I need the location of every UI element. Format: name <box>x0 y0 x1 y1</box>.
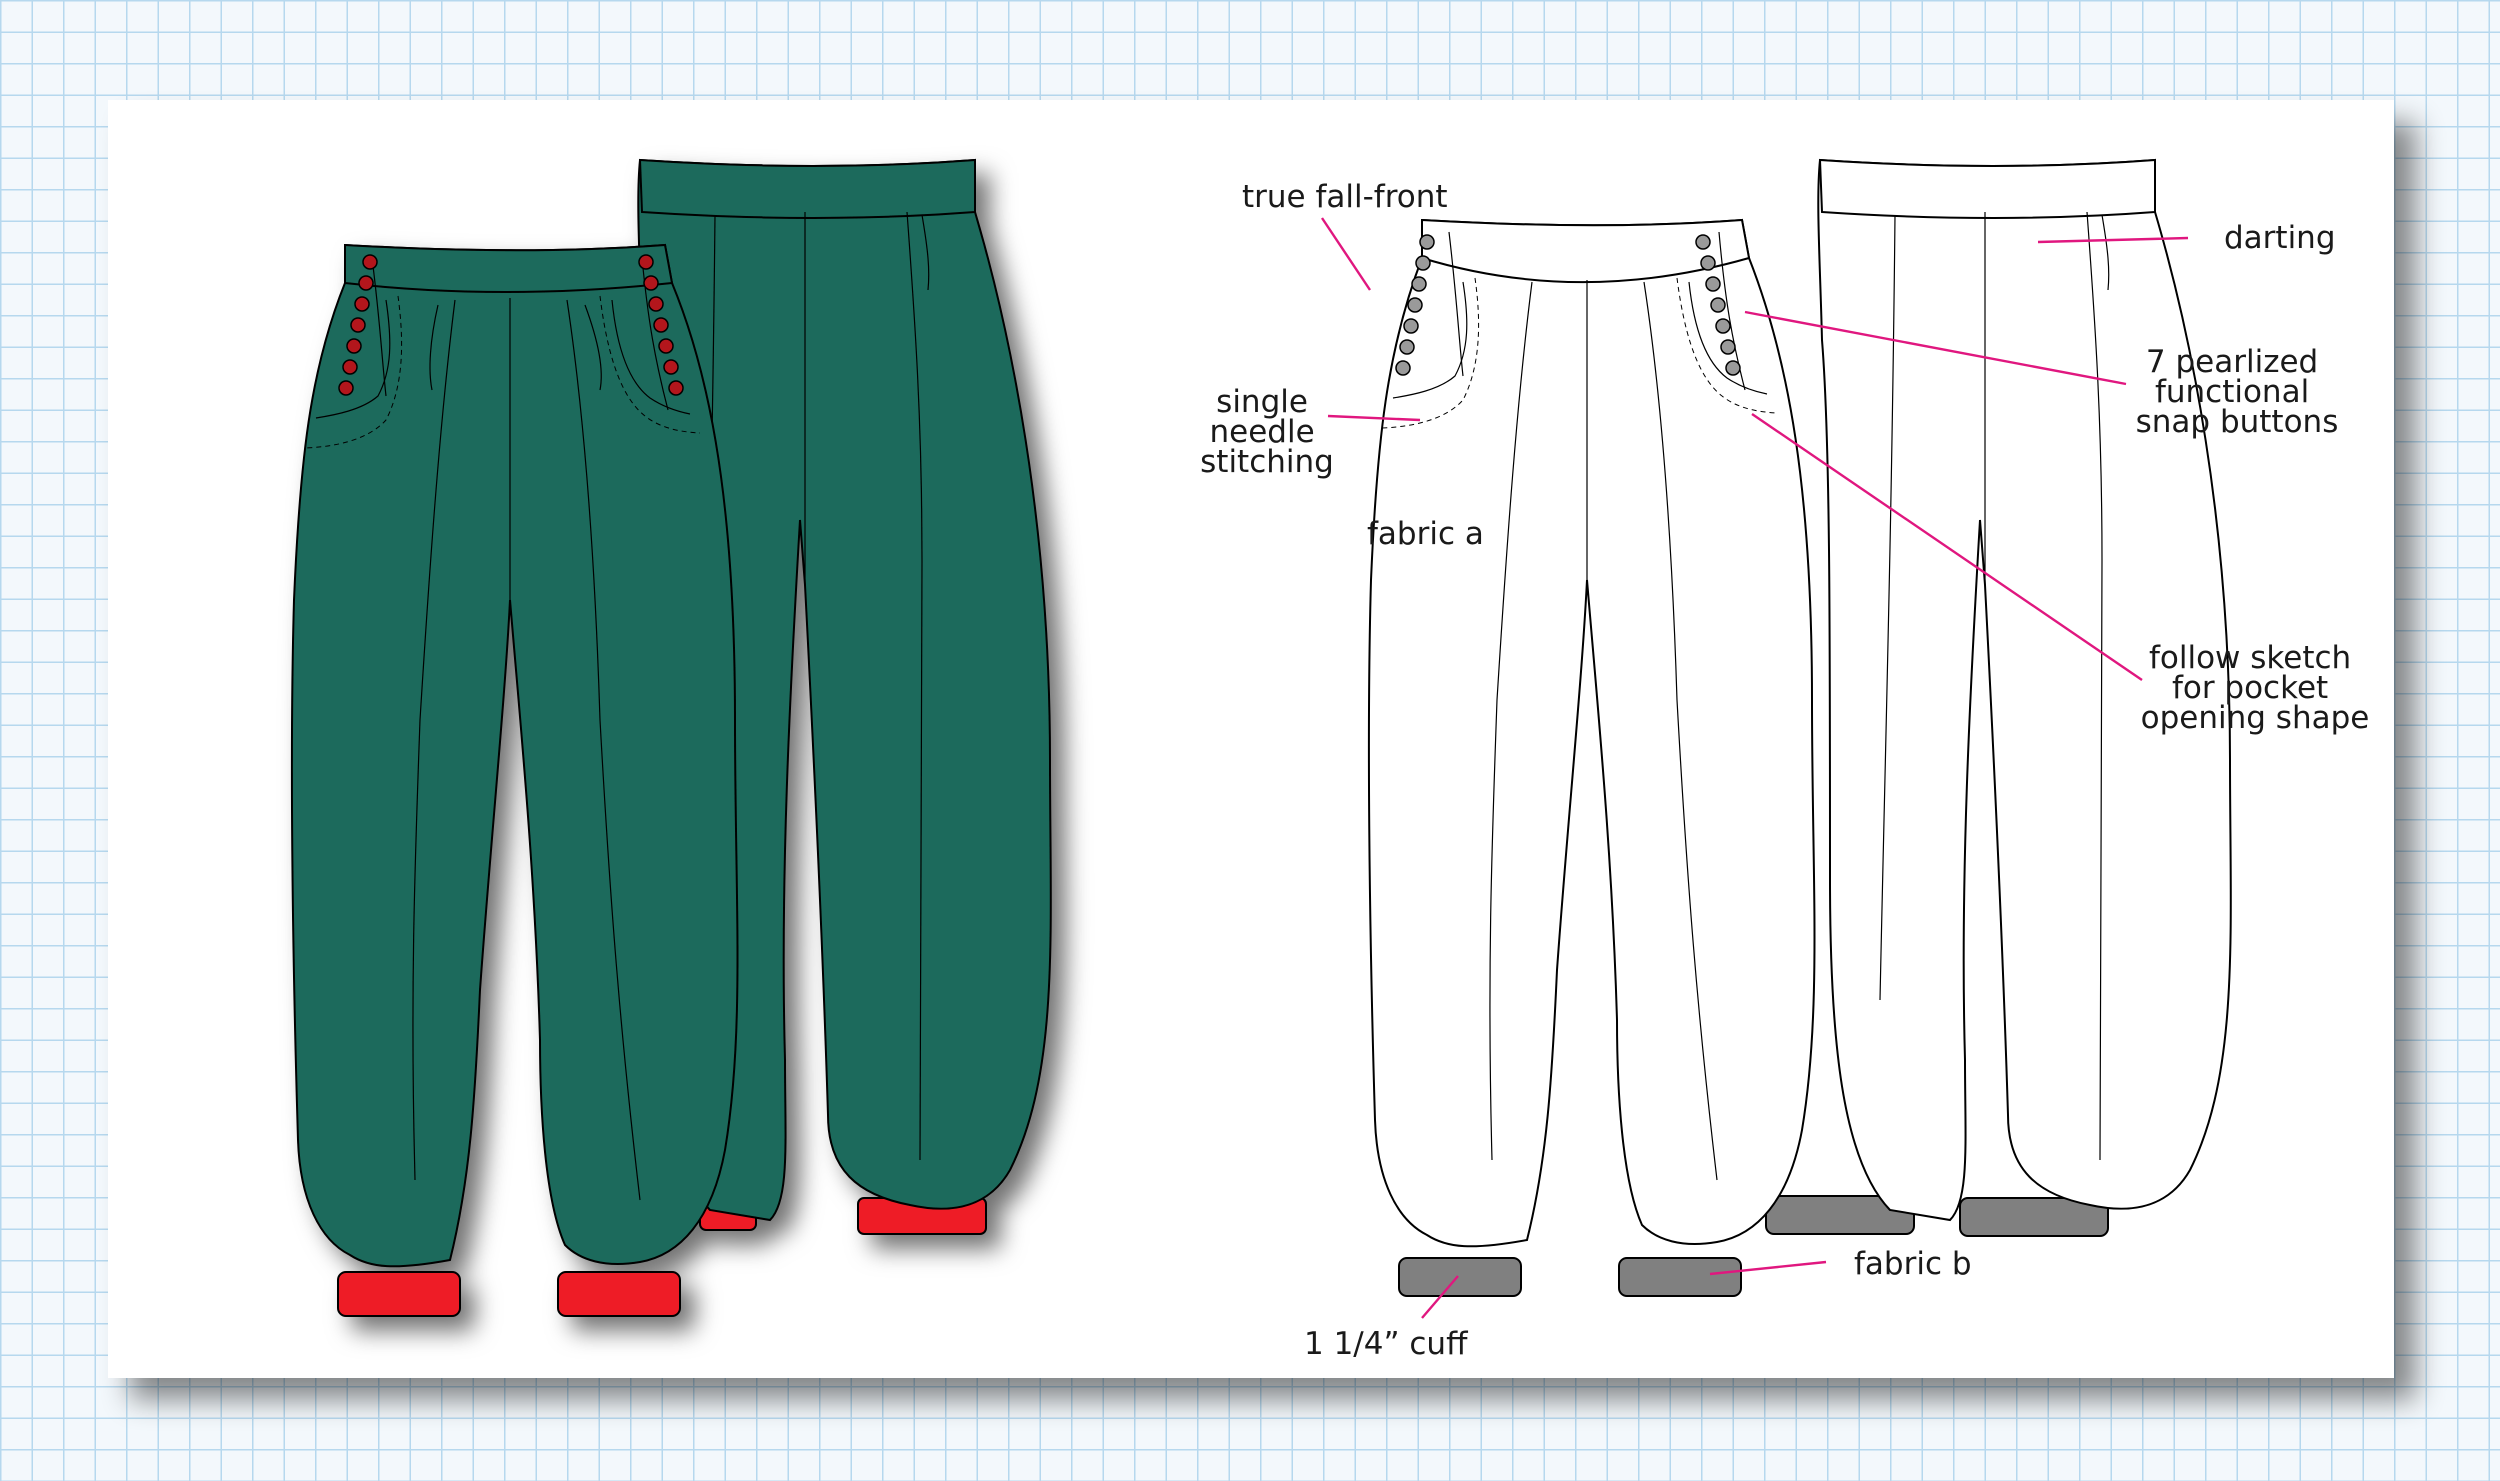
colored-snap-buttons <box>338 254 684 396</box>
callout-line-snap-buttons <box>1744 310 2127 386</box>
label-snap-buttons-line-3: snap buttons <box>2136 404 2339 440</box>
snap-button-right <box>1725 360 1741 376</box>
snap-button-left <box>354 296 370 312</box>
flat-sketch <box>1367 159 2232 1297</box>
label-pocket-shape-line-2: for pocket <box>2172 670 2328 706</box>
snap-button-right <box>1715 318 1731 334</box>
annotation-labels: true fall-front darting 7 pearlized func… <box>1200 179 2369 1362</box>
callout-line-single-needle <box>1327 414 1421 422</box>
callout-line-darting <box>2037 236 2189 244</box>
label-pocket-shape-line-1: follow sketch <box>2149 640 2351 676</box>
snap-button-left <box>1415 255 1431 271</box>
snap-button-right <box>653 317 669 333</box>
label-single-needle: single needle stitching <box>1200 384 1334 480</box>
callout-lines <box>1321 217 2189 1319</box>
snap-button-right <box>663 359 679 375</box>
label-fabric-a: fabric a <box>1367 516 1484 552</box>
snap-button-left <box>1395 360 1411 376</box>
snap-button-right <box>1695 234 1711 250</box>
front-right-cuff <box>557 1271 681 1317</box>
snap-button-right <box>668 380 684 396</box>
flat-snap-buttons <box>1395 234 1741 376</box>
label-pocket-shape-line-3: opening shape <box>2141 700 2370 736</box>
snap-button-left <box>1407 297 1423 313</box>
snap-button-right <box>1700 255 1716 271</box>
label-pocket-shape: follow sketch for pocket opening shape <box>2141 640 2370 736</box>
colored-back-view <box>637 159 1052 1235</box>
snap-button-left <box>350 317 366 333</box>
label-true-fall-front: true fall-front <box>1242 179 1448 215</box>
snap-button-left <box>346 338 362 354</box>
flat-front-view <box>1367 218 1816 1297</box>
label-darting: darting <box>2224 220 2336 256</box>
label-single-needle-line-3: stitching <box>1200 444 1334 480</box>
snap-button-right <box>1720 339 1736 355</box>
colored-pants-illustration <box>290 159 1052 1317</box>
front-left-cuff <box>337 1271 461 1317</box>
callout-line-fabric-b <box>1709 1260 1827 1276</box>
snap-button-right <box>643 275 659 291</box>
snap-button-right <box>1705 276 1721 292</box>
flat-front-right-cuff <box>1618 1257 1742 1297</box>
snap-button-left <box>338 380 354 396</box>
snap-button-right <box>648 296 664 312</box>
snap-button-left <box>362 254 378 270</box>
flat-back-view <box>1765 159 2232 1237</box>
snap-button-left <box>1411 276 1427 292</box>
snap-button-right <box>658 338 674 354</box>
callout-line-pocket-shape <box>1751 413 2143 681</box>
snap-button-right <box>1710 297 1726 313</box>
snap-button-left <box>342 359 358 375</box>
flat-front-left-cuff <box>1398 1257 1522 1297</box>
snap-button-right <box>638 254 654 270</box>
callout-line-fall-front <box>1321 217 1371 291</box>
label-snap-buttons-line-2: functional <box>2155 374 2309 410</box>
label-single-needle-line-1: single <box>1216 384 1308 420</box>
callout-line-cuff <box>1421 1275 1459 1319</box>
label-fabric-b: fabric b <box>1854 1246 1972 1282</box>
snap-button-left <box>1403 318 1419 334</box>
label-cuff: 1 1/4” cuff <box>1304 1326 1468 1362</box>
snap-button-left <box>1419 234 1435 250</box>
flat-back-right-cuff <box>1959 1197 2109 1237</box>
colored-front-view <box>290 244 739 1317</box>
label-single-needle-line-2: needle <box>1209 414 1314 450</box>
label-snap-buttons: 7 pearlized functional snap buttons <box>2136 344 2339 440</box>
snap-button-left <box>1399 339 1415 355</box>
label-snap-buttons-line-1: 7 pearlized <box>2146 344 2318 380</box>
snap-button-left <box>358 275 374 291</box>
